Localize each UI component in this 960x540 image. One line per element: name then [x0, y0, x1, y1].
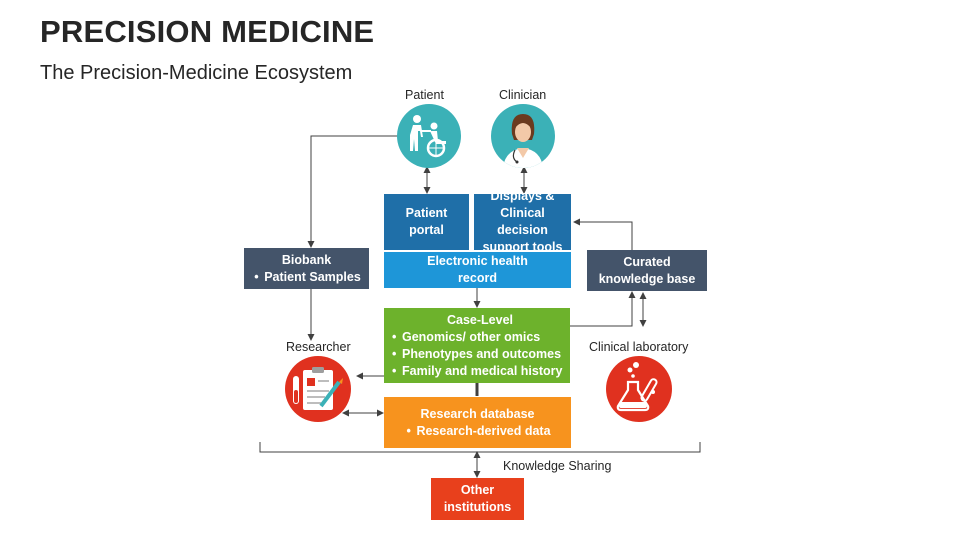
ehr-line1: Electronic health — [427, 254, 528, 268]
biobank-heading: Biobank — [281, 252, 332, 267]
biobank-list: Patient Samples — [252, 269, 361, 286]
curated-displays-arrow — [573, 218, 633, 250]
other-line2: institutions — [443, 500, 512, 514]
clinician-doctor-icon — [491, 104, 555, 168]
clipboard-pen-icon — [285, 356, 351, 422]
curated-line1: Curated — [623, 254, 671, 269]
case-level-heading: Case-Level — [446, 312, 513, 327]
biobank-box: Biobank Patient Samples — [244, 248, 369, 289]
ehr-line2: record — [458, 271, 497, 285]
research-database-box: Research database Research-derived data — [384, 397, 571, 448]
curated-line2: knowledge base — [598, 271, 696, 286]
case-level-item: Genomics/ other omics — [390, 329, 570, 346]
other-line1: Other — [460, 483, 495, 497]
other-institutions-box: Other institutions — [431, 478, 524, 520]
case-level-item: Phenotypes and outcomes — [390, 346, 570, 363]
displays-line2: Clinical decision — [497, 206, 548, 237]
displays-line1: Displays & — [490, 189, 555, 203]
ehr-box: Electronic health record — [384, 252, 571, 288]
displays-line3: support tools — [482, 240, 563, 254]
case-level-list: Genomics/ other omics Phenotypes and out… — [390, 329, 570, 380]
patient-portal-line1: Patient — [405, 206, 448, 220]
clinician-label: Clinician — [499, 88, 547, 102]
lab-flask-icon — [606, 356, 672, 422]
patient-label: Patient — [405, 88, 444, 102]
research-db-heading: Research database — [420, 406, 535, 421]
patient-portal-box: Patient portal — [384, 194, 469, 250]
caselevel-curated-arrow — [570, 291, 636, 327]
biobank-item: Patient Samples — [252, 269, 361, 286]
patient-wheelchair-icon — [397, 104, 461, 168]
researcher-label: Researcher — [286, 340, 351, 354]
research-db-list: Research-derived data — [404, 423, 550, 440]
page-subtitle: The Precision-Medicine Ecosystem — [40, 62, 353, 84]
page-title: PRECISION MEDICINE — [40, 14, 375, 49]
research-db-item: Research-derived data — [404, 423, 550, 440]
patient-portal-line2: portal — [409, 223, 444, 237]
knowledge-sharing-label: Knowledge Sharing — [503, 459, 612, 473]
case-level-box: Case-Level Genomics/ other omics Phenoty… — [384, 308, 570, 383]
case-level-item: Family and medical history — [390, 363, 570, 380]
displays-box: Displays & Clinical decision support too… — [474, 189, 571, 254]
curated-knowledge-box: Curated knowledge base — [587, 250, 707, 291]
clinical-laboratory-label: Clinical laboratory — [589, 340, 689, 354]
patient-biobank-arrow — [307, 135, 400, 248]
